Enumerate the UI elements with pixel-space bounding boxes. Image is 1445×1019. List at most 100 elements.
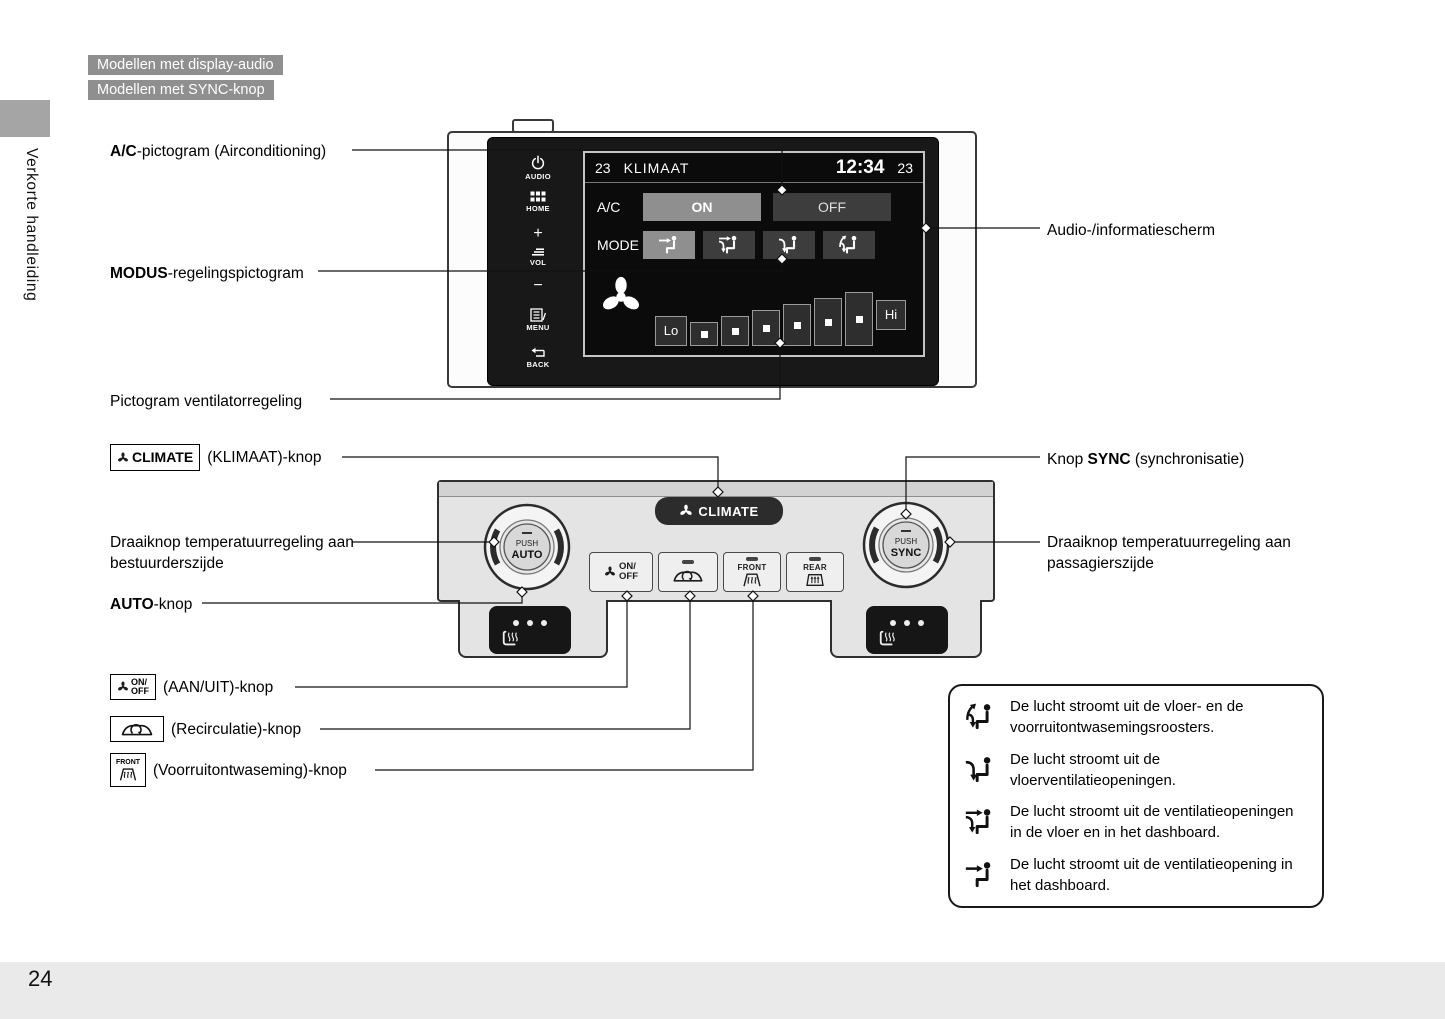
front-defrost-button[interactable]: FRONT	[723, 552, 781, 592]
rear-defrost-button[interactable]: REAR	[786, 552, 844, 592]
legend-row: De lucht stroomt uit de ventilatieopenin…	[958, 801, 1312, 843]
ac-label: A/C	[597, 199, 621, 215]
badge-display-audio: Modellen met display-audio	[88, 55, 283, 75]
fan-speed-segment[interactable]	[721, 316, 749, 346]
driver-temp-readout: 23	[595, 159, 611, 176]
clock: 12:34	[835, 156, 885, 178]
fan-speed-segment[interactable]	[752, 310, 780, 346]
airflow-floor-defrost-icon	[837, 233, 861, 257]
front-defrost-icon	[118, 767, 138, 782]
recirculation-icon	[120, 719, 154, 739]
screen-title: KLIMAAT	[623, 159, 690, 176]
callout-passenger-temp-knob: Draaiknop temperatuurregeling aan passag…	[1047, 534, 1291, 572]
home-button[interactable]: HOME	[514, 191, 562, 213]
menu-button[interactable]: MENU	[514, 308, 562, 332]
chapter-title-vertical: Verkorte handleiding	[23, 148, 40, 302]
front-defrost-icon	[741, 572, 763, 588]
head-unit-bracket-tab	[512, 119, 554, 133]
climate-button-label: CLIMATE	[698, 503, 759, 519]
push-label: PUSH	[895, 537, 917, 546]
airflow-vent-icon	[958, 858, 1002, 892]
volume-down-button[interactable]: −	[533, 277, 543, 294]
rear-defrost-icon	[804, 572, 826, 588]
callout-audio-info-screen: Audio-/informatiescherm	[1047, 222, 1215, 239]
callout-driver-temp-knob: Draaiknop temperatuurregeling aan bestuu…	[110, 534, 354, 572]
callout-climate-button: CLIMATE (KLIMAAT)-knop	[110, 444, 321, 471]
audio-info-screen: 23 KLIMAAT 12:34 23 A/C ON OFF MODE Lo H…	[583, 151, 925, 357]
page-number: 24	[28, 966, 53, 991]
mode-bilevel-button[interactable]	[703, 231, 755, 259]
volume-bars-icon	[531, 247, 545, 257]
airflow-floor-vent-icon	[958, 805, 1002, 839]
push-label: PUSH	[516, 539, 538, 548]
legend-row: De lucht stroomt uit de ventilatieopenin…	[958, 854, 1312, 896]
heat-level-dots	[866, 606, 948, 631]
climate-button-icon: CLIMATE	[110, 444, 201, 471]
airflow-floor-icon	[958, 753, 1002, 787]
callout-onoff-button: ON/ OFF (AAN/UIT)-knop	[110, 674, 273, 700]
airflow-floor-defrost-icon	[958, 700, 1002, 734]
menu-icon	[530, 308, 546, 322]
callout-ac-pictogram: A/C-pictogram (Airconditioning)	[110, 143, 327, 160]
fan-speed-hi-button[interactable]: Hi	[876, 300, 906, 330]
indicator-led	[809, 556, 821, 561]
mode-row: MODE	[597, 231, 883, 259]
callout-mode-pictogram: MODUS-regelingspictogram	[110, 265, 304, 282]
screen-status-bar: 23 KLIMAAT 12:34 23	[585, 153, 923, 183]
mode-label: MODE	[597, 237, 639, 253]
volume-indicator: VOL	[514, 247, 562, 267]
seat-heater-icon	[501, 629, 521, 649]
heat-level-dots	[489, 606, 571, 631]
driver-temp-knob[interactable]: PUSH AUTO	[483, 503, 571, 591]
footer-band	[0, 962, 1445, 1019]
airflow-floor-icon	[777, 233, 801, 257]
seat-heater-icon	[878, 629, 898, 649]
legend-row: De lucht stroomt uit de vloer- en de voo…	[958, 696, 1312, 738]
airflow-vent-icon	[657, 233, 681, 257]
chapter-tab	[0, 100, 50, 137]
callout-sync-knob: Knop SYNC (synchronisatie)	[1047, 451, 1245, 468]
auto-label: AUTO	[512, 549, 543, 561]
seat-heater-left-button[interactable]	[489, 606, 571, 654]
callout-front-defrost-button: FRONT (Voorruitontwaseming)-knop	[110, 753, 347, 787]
panel-top-strip	[439, 482, 993, 497]
fan-icon	[117, 681, 129, 693]
ac-on-button[interactable]: ON	[643, 193, 761, 221]
fan-speed-segment[interactable]	[845, 292, 873, 346]
mode-floor-defrost-button[interactable]	[823, 231, 875, 259]
fan-speed-segment[interactable]	[814, 298, 842, 346]
badge-sync-knop: Modellen met SYNC-knop	[88, 80, 274, 100]
fan-icon	[599, 275, 643, 319]
passenger-temp-knob[interactable]: PUSH SYNC	[862, 501, 950, 589]
fan-icon	[117, 452, 129, 464]
fan-icon	[679, 504, 693, 518]
back-icon	[530, 347, 546, 359]
power-icon	[530, 155, 546, 171]
seat-heater-right-button[interactable]	[866, 606, 948, 654]
back-button[interactable]: BACK	[514, 347, 562, 369]
home-grid-icon	[530, 191, 546, 203]
climate-button[interactable]: CLIMATE	[655, 497, 783, 525]
volume-up-button[interactable]: +	[533, 225, 543, 242]
mode-floor-button[interactable]	[763, 231, 815, 259]
sync-label: SYNC	[891, 547, 922, 559]
ac-row: A/C ON OFF	[597, 193, 891, 221]
indicator-led	[746, 556, 758, 561]
recirculation-button-icon	[110, 716, 164, 742]
callout-fan-pictogram: Pictogram ventilatorregeling	[110, 393, 303, 410]
onoff-button-icon: ON/ OFF	[110, 674, 156, 700]
front-defrost-button-icon: FRONT	[110, 753, 146, 787]
legend-row: De lucht stroomt uit de vloerventilatieo…	[958, 749, 1312, 791]
recirculation-button[interactable]	[658, 552, 718, 592]
audio-button[interactable]: AUDIO	[514, 155, 562, 181]
fan-speed-segment[interactable]	[690, 322, 718, 346]
recirculation-icon	[672, 566, 704, 585]
fan-speed-segment[interactable]	[783, 304, 811, 346]
mode-vent-button[interactable]	[643, 231, 695, 259]
callout-recirculation-button: (Recirculatie)-knop	[110, 716, 301, 742]
fan-icon	[604, 566, 616, 578]
ac-off-button[interactable]: OFF	[773, 193, 891, 221]
passenger-temp-readout: 23	[897, 159, 913, 176]
fan-speed-lo-button[interactable]: Lo	[655, 316, 687, 346]
ac-onoff-button[interactable]: ON/ OFF	[589, 552, 653, 592]
